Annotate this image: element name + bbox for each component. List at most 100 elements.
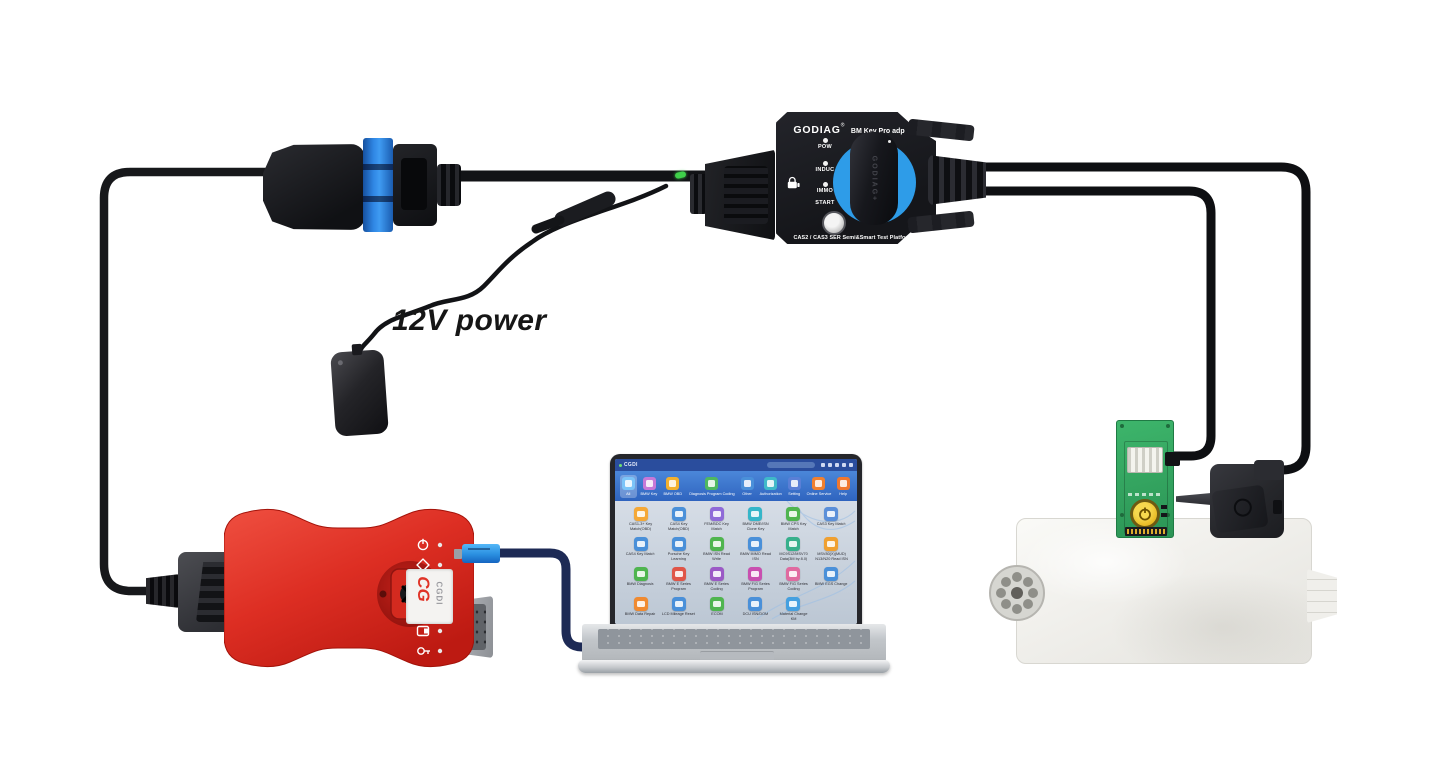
app-item-icon [748, 597, 763, 611]
led-pow: POW [802, 138, 848, 150]
app-item[interactable]: CAS4 Key Match [623, 537, 658, 566]
toolbar-tab-icon [764, 476, 778, 490]
window-controls [821, 463, 853, 467]
toolbar-tab-icon [787, 476, 801, 490]
app-item-label: Porsche Key Learning [667, 552, 690, 561]
app-item[interactable]: BMW EGS Change [814, 567, 849, 596]
cgdi-body: CG CGDI [224, 506, 474, 670]
app-item-label: BMW CPS Key Match [780, 522, 807, 531]
app-item[interactable]: BMW E Series Program [661, 567, 696, 596]
connector-side-slot [1273, 500, 1282, 514]
toolbar-tab[interactable]: BMW OBD [661, 475, 685, 498]
toolbar-tab[interactable]: BMW Key [638, 475, 660, 498]
search-input[interactable] [767, 462, 815, 468]
minimize-button[interactable] [835, 463, 839, 467]
app-item[interactable]: FEM/BDC Key Match [699, 507, 734, 536]
app-item-label: DCU ISN/DOM [742, 612, 768, 616]
app-item[interactable]: BMW Diagnosis [623, 567, 658, 596]
close-button[interactable] [849, 463, 853, 467]
toolbar-tab[interactable]: Diagnosis Program Coding [686, 475, 738, 498]
godiag-adapter: GODIAG® BM Key Pro adp POW INDUC IMMO [674, 108, 990, 250]
app-item-icon [633, 567, 648, 581]
software-content: CAS1-3+ Key Match(OBD) CAS4 Key Match(OB… [615, 501, 857, 624]
app-item[interactable]: BMW IMMO Read ISN [738, 537, 773, 566]
user-icon[interactable] [821, 463, 825, 467]
godiag-footer-text: CAS2 / CAS3 SER Semi&Smart Test Platform [793, 235, 913, 241]
app-item[interactable]: BMW CPS Key Match [776, 507, 811, 536]
app-item-icon [633, 537, 648, 551]
cable-usb-to-laptop [489, 548, 611, 652]
app-item-icon [824, 537, 839, 551]
settings-icon[interactable] [828, 463, 832, 467]
app-item[interactable]: ECOM [699, 597, 734, 624]
key-fob: GODIAG+ [850, 132, 898, 225]
app-item[interactable]: CAS1-3+ Key Match(OBD) [623, 507, 658, 536]
app-item-icon [748, 537, 763, 551]
induc-led-label: INDUC [815, 167, 835, 173]
toolbar-tab-label: Online Service [806, 490, 832, 496]
app-item[interactable]: DCU ISN/DOM [738, 597, 773, 624]
toolbar-tab[interactable]: Authorization [757, 475, 784, 498]
app-item-label: BMW Data Repair [625, 612, 656, 616]
app-item-icon [824, 567, 839, 581]
start-button [822, 211, 846, 235]
app-item[interactable]: CAS4 Key Match(OBD) [661, 507, 696, 536]
app-title: CGDI [624, 462, 638, 468]
app-item-icon [786, 597, 801, 611]
connector-face [1211, 484, 1269, 534]
led-induc: INDUC [802, 161, 848, 173]
app-item[interactable]: BMW Data Repair [623, 597, 658, 624]
app-item-label: LCD Mileage Reset [662, 612, 696, 616]
godiag-plug-strain-relief [690, 174, 707, 214]
app-item-label: BMW F/G Series Coding [778, 582, 808, 591]
laptop-trackpad [700, 651, 774, 661]
app-item[interactable]: LCD Mileage Reset [661, 597, 696, 624]
app-item-label: Material Change KM [779, 612, 808, 621]
app-grid: CAS1-3+ Key Match(OBD) CAS4 Key Match(OB… [615, 501, 857, 624]
toolbar-tab[interactable]: Help [835, 475, 852, 498]
app-item[interactable]: BMW DME/ISN Clone Key [738, 507, 773, 536]
pcb-component [1161, 513, 1167, 517]
ecu-mount-grommet [989, 565, 1045, 621]
toolbar-tab[interactable]: Setting [786, 475, 803, 498]
app-item[interactable]: BMW ISN Read Write [699, 537, 734, 566]
charge-status-icon [417, 538, 443, 551]
obd-male-plug [393, 144, 437, 226]
cable-godiag-to-pcb [971, 186, 1216, 461]
software-toolbar: All BMW Key BMW OBD Diagnosis Program Co… [615, 471, 857, 501]
app-item-label: MC9S12/MSV70 Data(3M by 8.0) [779, 552, 808, 561]
app-item[interactable]: MSV80(X)(MUD) N13/N20 Read ISN [814, 537, 849, 566]
trademark-symbol: ® [840, 122, 845, 129]
pcb-component [1161, 505, 1167, 509]
app-item[interactable]: MC9S12/MSV70 Data(3M by 8.0) [776, 537, 811, 566]
app-icon-dot [619, 463, 622, 467]
maximize-button[interactable] [842, 463, 846, 467]
app-item[interactable]: CAS3 Key Match [814, 507, 849, 536]
app-item[interactable]: BMW F/G Series Program [738, 567, 773, 596]
laptop-base [582, 624, 886, 662]
start-label: START [815, 200, 835, 206]
toolbar-tab[interactable]: Other [739, 475, 756, 498]
cgdi-logo-text: CGDI [434, 581, 444, 606]
app-item[interactable]: Material Change KM [776, 597, 811, 624]
pow-led-label: POW [817, 144, 833, 150]
app-item[interactable]: BMW E Series Coding [699, 567, 734, 596]
toolbar-tab-icon [740, 476, 754, 490]
obd-female-shell [263, 144, 365, 230]
start-label-wrap: START [802, 200, 848, 206]
laptop-keyboard [598, 629, 870, 649]
led-immo: IMMO [802, 182, 848, 194]
laptop-screen: CGDI All [615, 459, 857, 624]
app-item-label: BMW DME/ISN Clone Key [741, 522, 769, 531]
pcb-screw-hole [1166, 513, 1170, 517]
godiag-model: BM Key Pro adp [850, 128, 905, 135]
app-item-icon [633, 597, 648, 611]
app-item[interactable]: BMW F/G Series Coding [776, 567, 811, 596]
toolbar-tab[interactable]: Online Service [804, 475, 834, 498]
app-item-label: BMW ISN Read Write [703, 552, 731, 561]
toolbar-tab[interactable]: All [620, 474, 637, 498]
laptop-screen-bezel: CGDI All [610, 454, 862, 628]
app-item[interactable]: Porsche Key Learning [661, 537, 696, 566]
